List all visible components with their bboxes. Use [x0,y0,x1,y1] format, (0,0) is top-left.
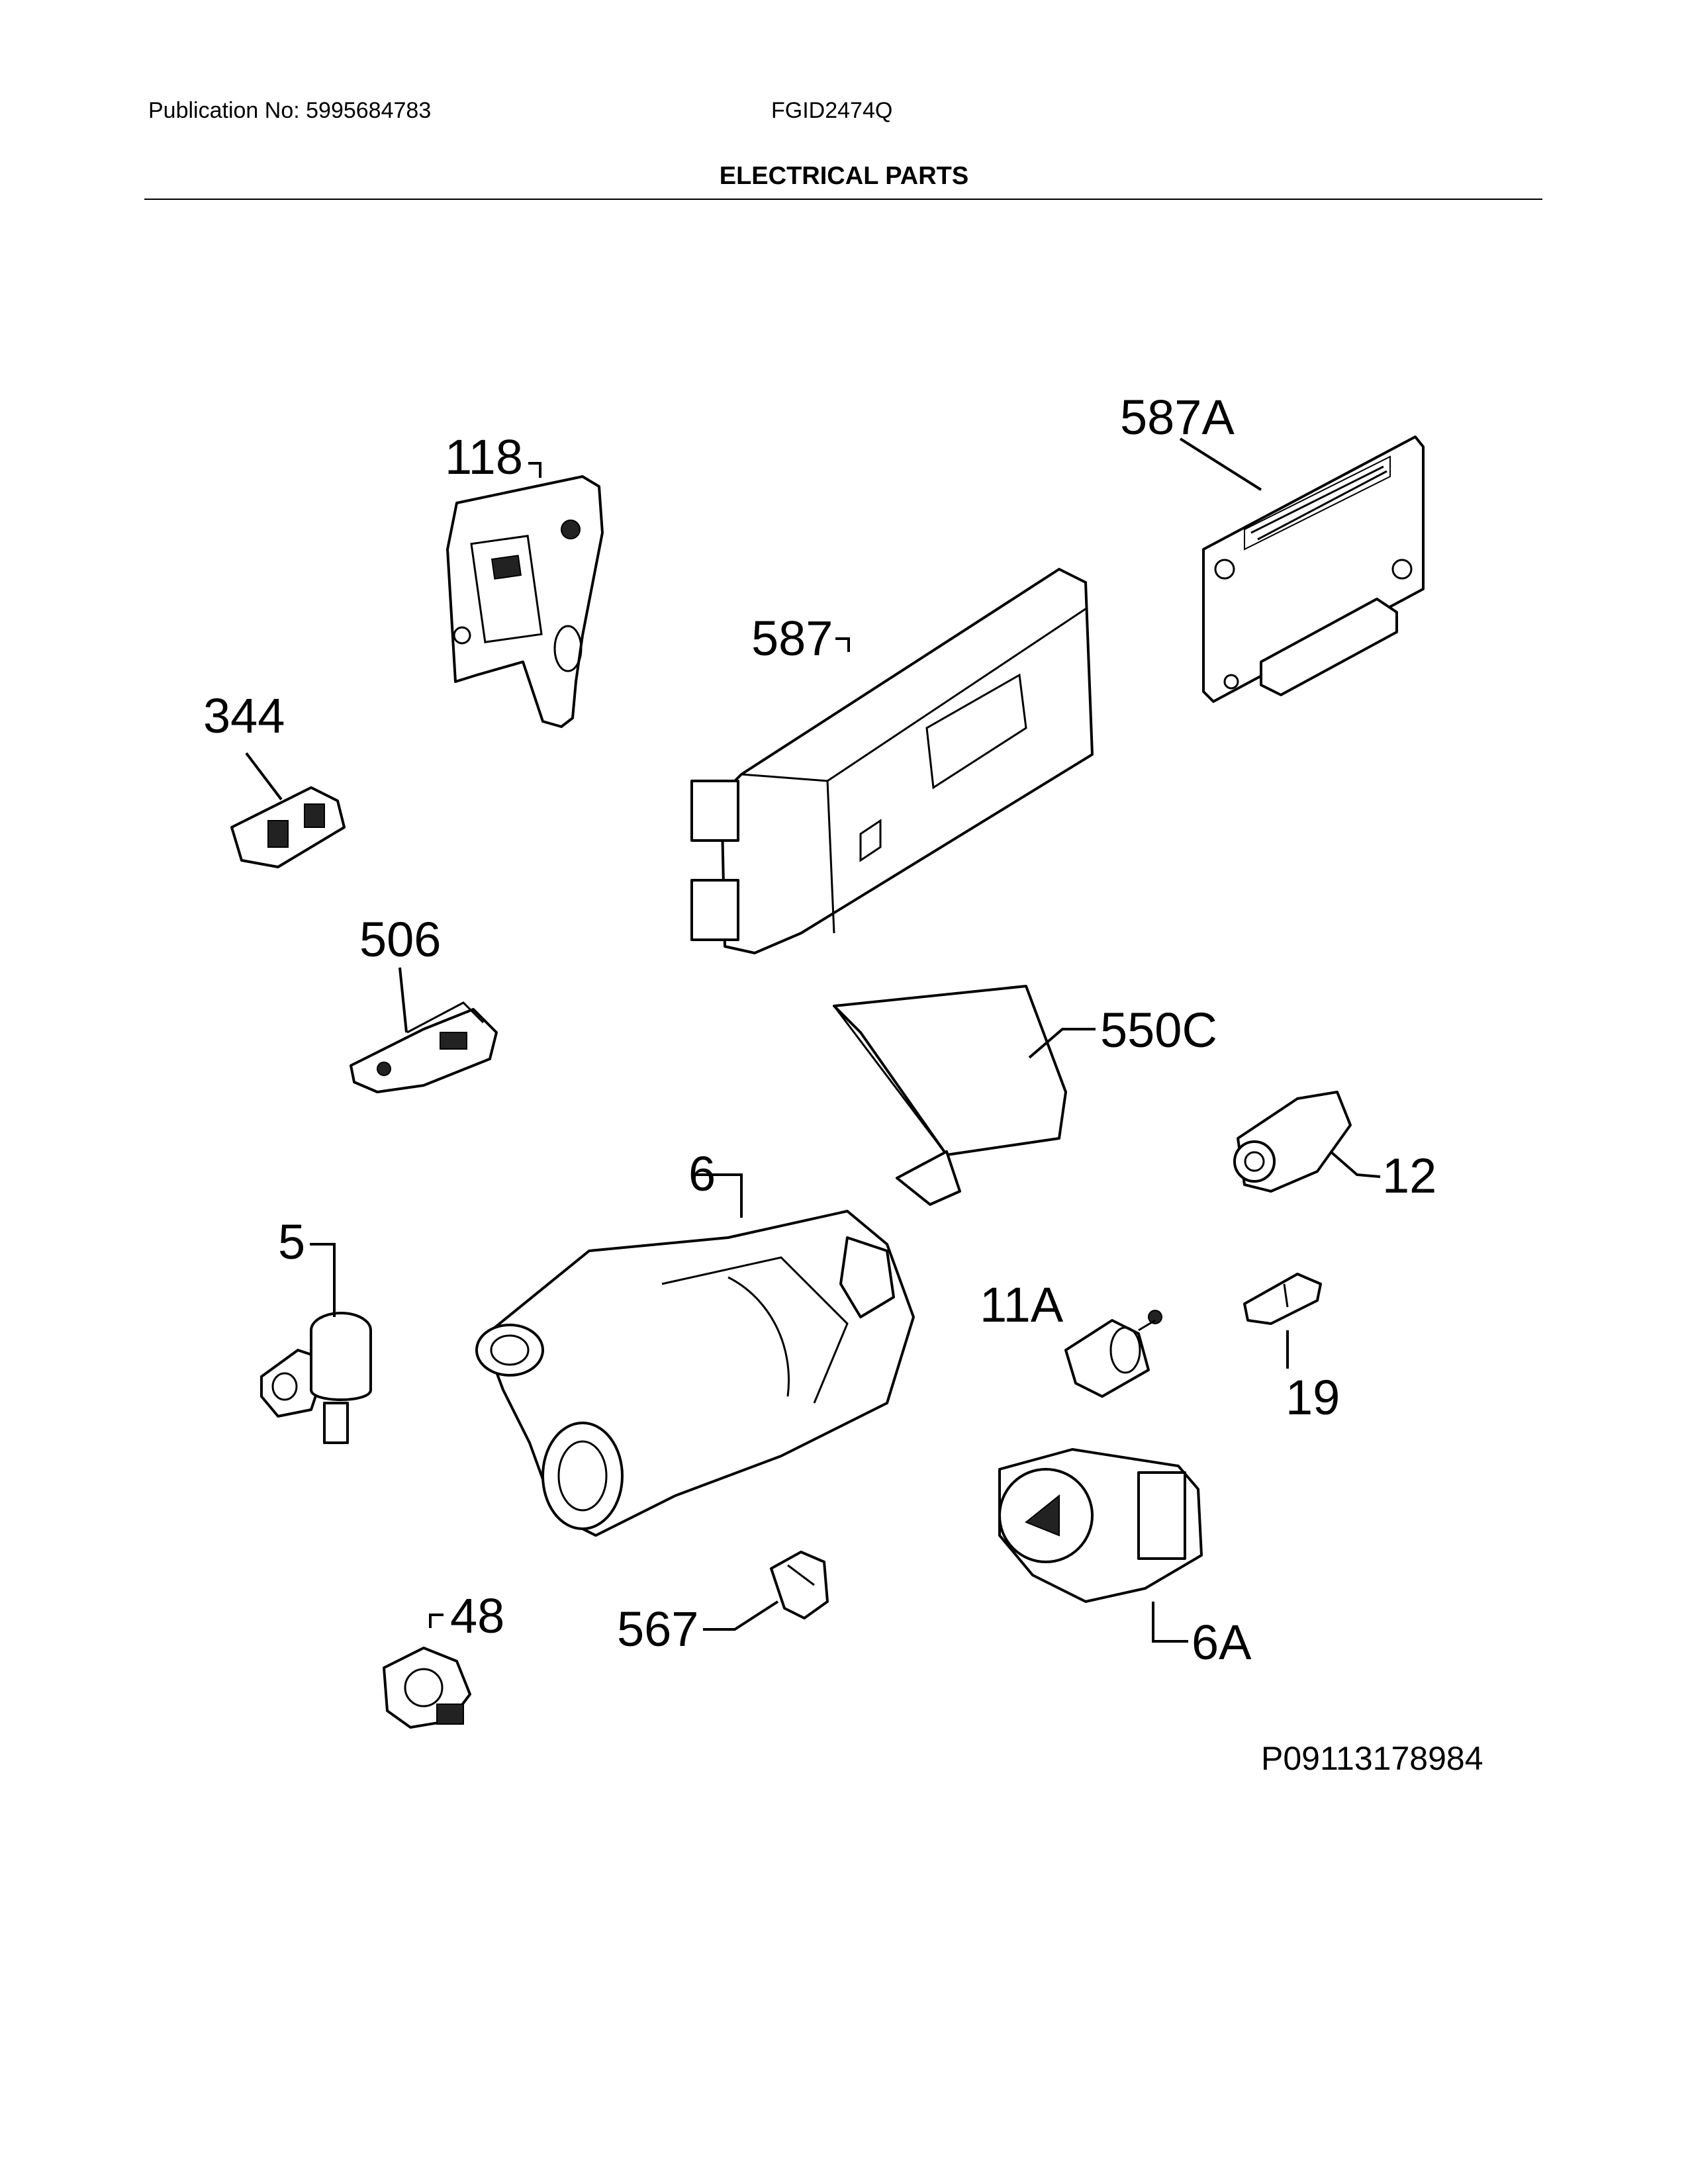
callout-6A: 6A [1192,1615,1252,1670]
part-48-sensor [383,1614,471,1729]
callout-6: 6 [688,1146,716,1201]
part-11A-motor [1064,1310,1162,1398]
part-6A-drain-pump [998,1448,1203,1643]
callout-506: 506 [359,912,442,967]
part-550C-cover [833,985,1096,1206]
callout-344: 344 [203,688,285,743]
part-587-module [690,568,1094,954]
callout-587: 587 [751,611,833,666]
callout-567: 567 [617,1602,699,1657]
callout-550C: 550C [1100,1003,1217,1058]
callout-11A: 11A [980,1277,1064,1332]
part-5-valve [260,1243,372,1444]
part-587A-board [1179,435,1425,703]
part-567 [703,1551,829,1631]
callout-48: 48 [450,1588,505,1643]
part-118-dispenser [446,462,604,728]
publication-number: Publication No: 5995684783 [148,98,432,123]
model-number: FGID2474Q [771,98,893,123]
part-12-sensor [1233,1091,1381,1193]
callout-587A: 587A [1120,390,1235,445]
part-344-switch [230,752,346,868]
figure-id: P09113178984 [1261,1740,1483,1777]
header-rule [144,199,1542,200]
part-6-pump [475,1173,915,1537]
callout-19: 19 [1286,1370,1340,1425]
callout-12: 12 [1382,1148,1437,1203]
callout-5: 5 [278,1214,306,1269]
part-506 [350,967,498,1093]
section-title: ELECTRICAL PARTS [719,162,969,190]
part-19-connector [1243,1273,1322,1369]
callout-118: 118 [445,430,523,484]
